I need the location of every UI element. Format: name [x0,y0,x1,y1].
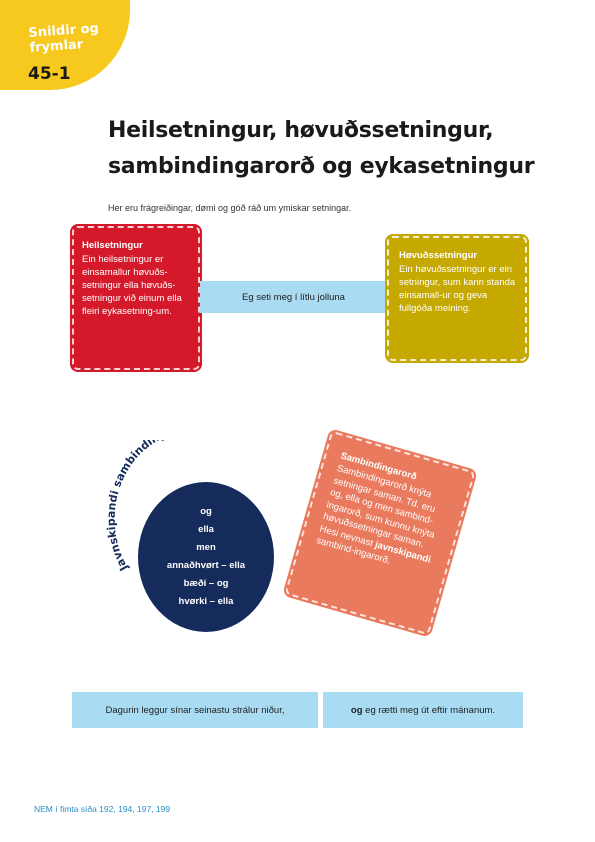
middle-example-text: Eg seti meg í lítlu jolluna [242,291,345,303]
example-sentence-conjunction: og [350,704,363,716]
sambindingarord-box: Sambindingarorð Sambindingarorð knýta se… [284,430,476,636]
page-title-line2: sambindingarorð og eykasetningur [108,154,535,179]
heilsetningur-box: Heilsetningur Ein heilsetningur er einsa… [72,226,200,370]
intro-text: Her eru frágreiðingar, dømi og góð ráð u… [108,203,352,213]
heilsetningur-text: Ein heilsetningur er einsamallur høvuðs-… [82,254,182,317]
example-sentence-part2-strip: og eg rætti meg út eftir mánanum. [323,692,523,728]
page-title: Heilsetningur, høvuðssetningur, sambindi… [108,113,548,185]
example-sentence-part1: Dagurin leggur sínar seinastu strálur ni… [105,704,285,716]
page-title-line1: Heilsetningur, høvuðssetningur, [108,118,494,143]
conjunction-item: men [196,542,216,553]
middle-example-strip: Eg seti meg í lítlu jolluna [200,281,387,313]
conjunction-item: ella [198,524,214,535]
example-sentence-part2: eg rætti meg út eftir mánanum. [365,704,496,716]
heilsetningur-title: Heilsetningur [82,240,143,251]
conjunction-item: bæði – og [183,578,229,589]
example-sentence-part2-wrap: og eg rætti meg út eftir mánanum. [351,705,495,716]
javnskipandi-oval: og ella men annaðhvørt – ella bæði – og … [138,482,274,632]
example-sentence-part1-strip: Dagurin leggur sínar seinastu strálur ni… [72,692,318,728]
chapter-label: Snildir og frymlar [28,21,100,56]
hovudssetningur-text: Ein høvuðssetningur er ein setningur, su… [399,264,516,314]
conjunction-item: hvørki – ella [178,596,234,607]
conjunction-item: og [200,506,212,517]
footer-reference: NEM í fimta síða 192, 194, 197, 199 [34,804,171,814]
hovudssetningur-title: Høvuðssetningur [399,250,478,261]
hovudssetningur-box: Høvuðssetningur Ein høvuðssetningur er e… [387,236,527,361]
chapter-number: 45-1 [28,64,71,84]
conjunction-item: annaðhvørt – ella [166,560,246,571]
